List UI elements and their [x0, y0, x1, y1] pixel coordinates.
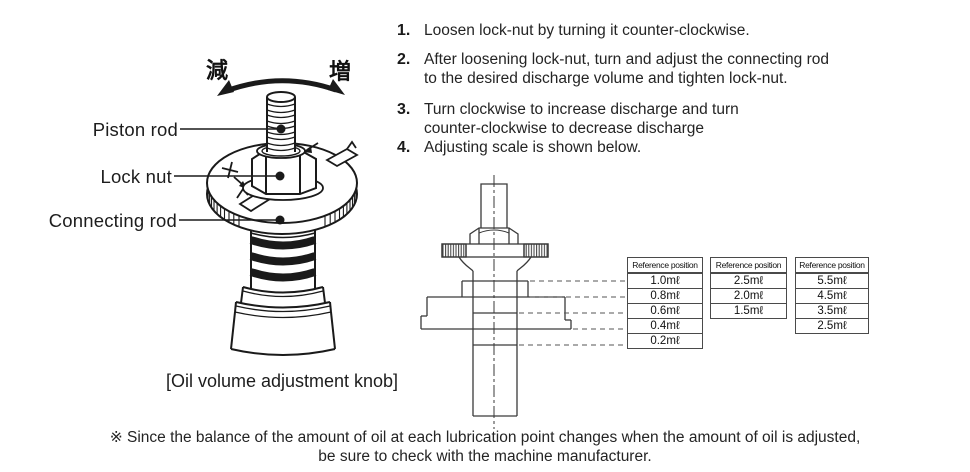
reference-table-2: Reference position 2.5mℓ 2.0mℓ 1.5mℓ — [710, 257, 787, 319]
knurl-ticks-right — [324, 189, 357, 227]
reference-table-row: 2.5mℓ — [710, 273, 787, 289]
footnote: ※ Since the balance of the amount of oil… — [0, 428, 970, 466]
reference-table-header: Reference position — [710, 257, 787, 273]
knob-body-graphic — [230, 230, 336, 356]
connecting-rod-label: Connecting rod — [48, 210, 177, 231]
reference-table-row: 4.5mℓ — [795, 288, 869, 304]
reference-table-row: 0.2mℓ — [627, 333, 703, 349]
instructions-list: 1. Loosen lock-nut by turning it counter… — [397, 21, 962, 157]
reference-table-3: Reference position 5.5mℓ 4.5mℓ 3.5mℓ 2.5… — [795, 257, 869, 334]
reference-table-row: 0.4mℓ — [627, 318, 703, 334]
instruction-line: Adjusting scale is shown below. — [424, 139, 642, 156]
scale-leader-dashes — [519, 280, 625, 346]
reference-table-1: Reference position 1.0mℓ 0.8mℓ 0.6mℓ 0.4… — [627, 257, 703, 349]
reference-table-row: 1.5mℓ — [710, 303, 787, 319]
instruction-line: Turn clockwise to increase discharge and… — [424, 101, 739, 118]
reference-table-row: 0.8mℓ — [627, 288, 703, 304]
reference-table-header: Reference position — [795, 257, 869, 273]
reference-table-header: Reference position — [627, 257, 703, 273]
instruction-number: 3. — [397, 101, 411, 118]
knob-caption: [Oil volume adjustment knob] — [165, 371, 399, 391]
reference-table-row: 2.0mℓ — [710, 288, 787, 304]
piston-rod-graphic — [266, 91, 296, 152]
instruction-number: 1. — [397, 22, 411, 39]
instruction-line: After loosening lock-nut, turn and adjus… — [424, 51, 829, 68]
reference-table-row: 2.5mℓ — [795, 318, 869, 334]
footnote-line: ※ Since the balance of the amount of oil… — [109, 429, 861, 446]
footnote-line: be sure to check with the machine manufa… — [318, 448, 652, 465]
instruction-number: 4. — [397, 139, 411, 156]
reference-table-row: 0.6mℓ — [627, 303, 703, 319]
piston-rod-label: Piston rod — [92, 119, 178, 140]
instruction-line: counter-clockwise to decrease discharge — [424, 120, 704, 137]
increase-label: 増 — [329, 59, 352, 84]
scale-nut — [469, 227, 519, 244]
instruction-item: 4. Adjusting scale is shown below. — [397, 138, 962, 157]
instruction-item: 3. Turn clockwise to increase discharge … — [397, 100, 962, 138]
instruction-number: 2. — [397, 51, 411, 68]
instruction-line: Loosen lock-nut by turning it counter-cl… — [424, 22, 750, 39]
knob-illustration — [174, 78, 359, 356]
label-leaders — [174, 124, 286, 225]
reference-table-row: 1.0mℓ — [627, 273, 703, 289]
instruction-item: 1. Loosen lock-nut by turning it counter… — [397, 21, 962, 40]
decrease-label: 減 — [206, 58, 229, 83]
lock-nut-label: Lock nut — [100, 166, 172, 187]
knurl-ticks-left — [207, 189, 240, 227]
rotation-arrow — [217, 78, 345, 96]
adjusting-scale-drawing — [420, 175, 625, 429]
scale-flange — [441, 243, 549, 258]
reference-table-row: 5.5mℓ — [795, 273, 869, 289]
scale-steps — [420, 280, 572, 346]
reference-table-row: 3.5mℓ — [795, 303, 869, 319]
thread-lines — [266, 103, 296, 152]
instruction-line: to the desired discharge volume and tigh… — [424, 70, 788, 87]
instruction-item: 2. After loosening lock-nut, turn and ad… — [397, 50, 962, 88]
